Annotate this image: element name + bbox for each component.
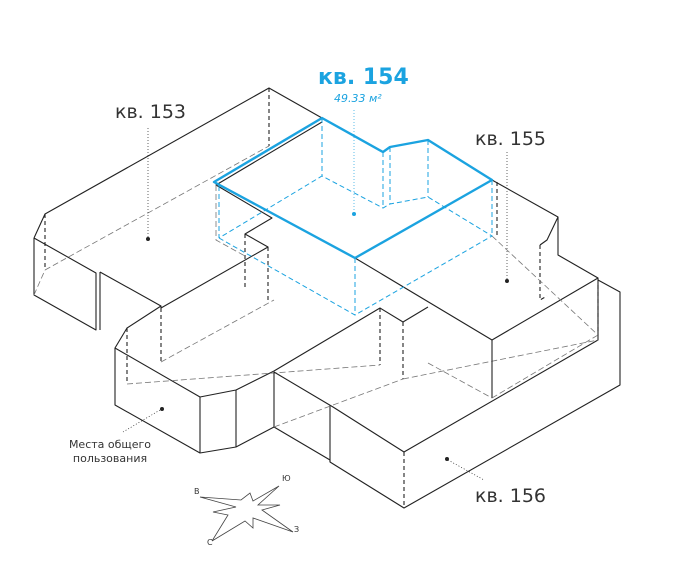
apartment-156-label: кв. 156 (475, 485, 547, 507)
common-area-label-line2: пользования (72, 452, 148, 465)
apartment-154-label: кв. 154 (318, 65, 409, 90)
apartment-153-shape[interactable] (33, 87, 323, 331)
compass-south: Ю (282, 474, 291, 483)
common-area-shape[interactable] (114, 299, 429, 454)
apartment-154-area: 49.33 м² (334, 92, 382, 105)
compass-west: З (294, 525, 300, 534)
label-leaders (122, 128, 509, 481)
apartment-154-shape[interactable] (212, 116, 494, 316)
compass-rose-icon (199, 485, 294, 542)
compass-north: С (207, 538, 213, 547)
label-leader-154 (352, 110, 356, 216)
apartment-153-label: кв. 153 (115, 101, 187, 123)
compass-east: В (194, 487, 200, 496)
apartment-155-label: кв. 155 (475, 128, 547, 150)
common-area-label: Места общего пользования (55, 438, 165, 466)
apartment-155-shape[interactable] (354, 179, 599, 399)
apartment-156-shape[interactable] (273, 279, 621, 509)
common-area-label-line1: Места общего (68, 438, 152, 451)
